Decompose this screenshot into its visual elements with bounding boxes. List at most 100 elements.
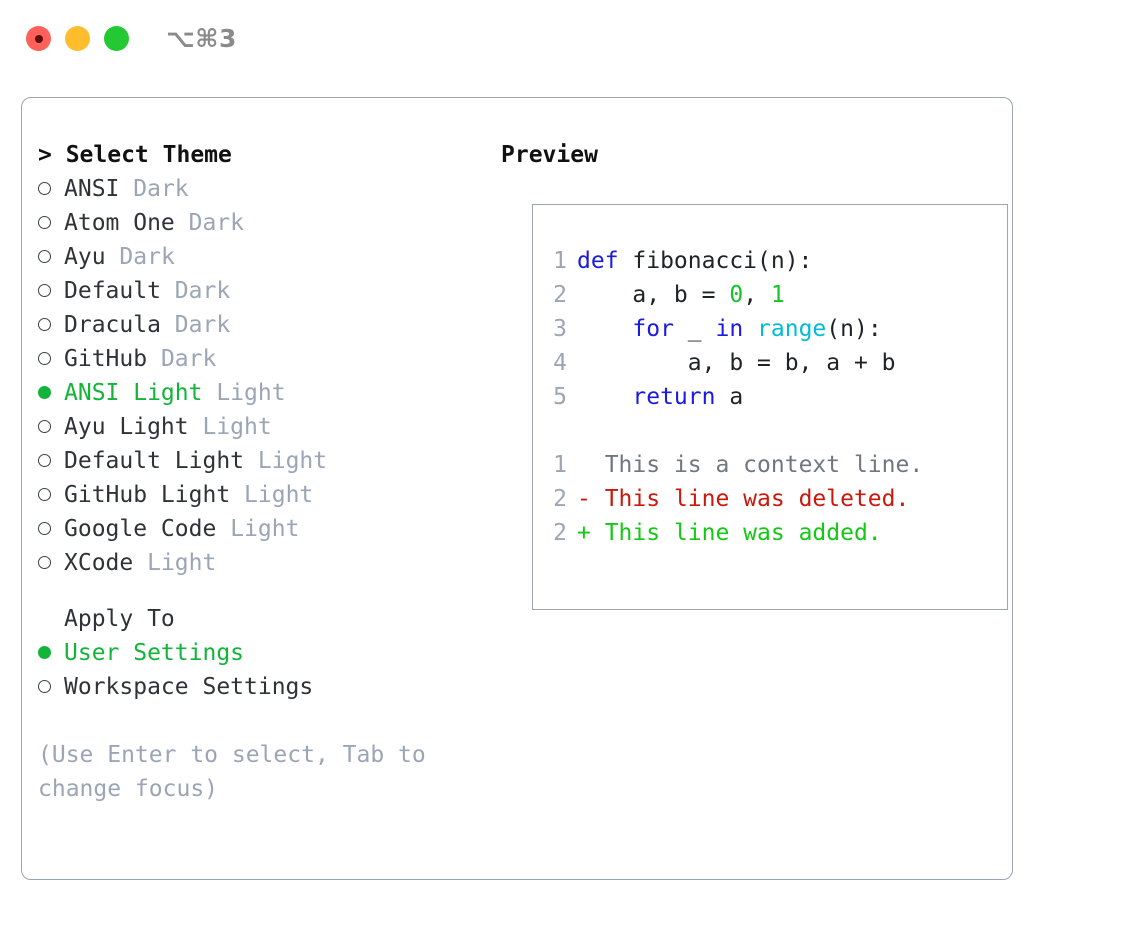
- code-token: a: [715, 384, 744, 410]
- bullet-icon: [38, 680, 51, 693]
- code-token: a, b =: [577, 282, 730, 308]
- bullet-icon: [38, 318, 51, 331]
- theme-name-label: ANSI Light: [64, 380, 203, 406]
- radio-unselected-icon: [38, 342, 64, 376]
- diff-line: 2- This line was deleted.: [543, 482, 1013, 516]
- theme-list-item[interactable]: Google Code Light: [38, 512, 498, 546]
- apply-to-option-label: Workspace Settings: [64, 674, 314, 700]
- line-number: 2: [553, 486, 567, 512]
- diff-sample: 1 This is a context line.2- This line wa…: [543, 448, 1013, 550]
- theme-variant-label: Dark: [174, 312, 231, 338]
- code-token: 0: [729, 282, 744, 308]
- theme-list-item[interactable]: Atom One Dark: [38, 206, 498, 240]
- line-number: 4: [553, 350, 567, 376]
- bullet-icon: [38, 216, 51, 229]
- line-number: 3: [553, 316, 567, 342]
- spacer: [38, 704, 498, 738]
- theme-name-label: GitHub: [64, 346, 148, 372]
- theme-list-item[interactable]: ANSI Dark: [38, 172, 498, 206]
- radio-unselected-icon: [38, 274, 64, 308]
- traffic-light-controls: [26, 26, 129, 51]
- diff-line: 1 This is a context line.: [543, 448, 1013, 482]
- code-token: ,: [743, 282, 771, 308]
- diff-sign: [577, 452, 591, 478]
- bullet-icon: [38, 352, 51, 365]
- theme-list-item[interactable]: GitHub Dark: [38, 342, 498, 376]
- code-token: fibonacci(n):: [618, 248, 813, 274]
- diff-sign: +: [577, 520, 591, 546]
- theme-name-label: Ayu Light: [64, 414, 189, 440]
- code-token: def: [577, 248, 619, 274]
- theme-list-item[interactable]: Ayu Dark: [38, 240, 498, 274]
- theme-list-item[interactable]: XCode Light: [38, 546, 498, 580]
- code-token: return: [632, 384, 716, 410]
- theme-list-item[interactable]: Dracula Dark: [38, 308, 498, 342]
- bullet-icon: [38, 386, 51, 399]
- theme-variant-label: Light: [230, 516, 300, 542]
- apply-to-option[interactable]: Workspace Settings: [38, 670, 498, 704]
- bullet-icon: [38, 284, 51, 297]
- diff-line-text: This is a context line.: [590, 452, 924, 478]
- diff-text: This is a context line.: [577, 452, 924, 478]
- theme-name-label: Google Code: [64, 516, 217, 542]
- select-theme-heading: > Select Theme: [38, 142, 232, 168]
- code-token: 1: [770, 282, 785, 308]
- theme-list-item[interactable]: Default Light Light: [38, 444, 498, 478]
- maximize-button-icon[interactable]: [104, 26, 129, 51]
- theme-variant-label: Dark: [188, 210, 245, 236]
- minimize-button-icon[interactable]: [65, 26, 90, 51]
- radio-unselected-icon: [38, 240, 64, 274]
- diff-line-text: This line was added.: [590, 520, 882, 546]
- line-number: 2: [553, 282, 567, 308]
- bullet-icon: [38, 182, 51, 195]
- apply-to-option[interactable]: User Settings: [38, 636, 498, 670]
- code-token: (n):: [826, 316, 882, 342]
- code-token: for: [632, 316, 674, 342]
- spacer: [38, 580, 498, 602]
- theme-list-item[interactable]: ANSI Light Light: [38, 376, 498, 410]
- radio-unselected-icon: [38, 206, 64, 240]
- theme-name-label: Default: [64, 278, 161, 304]
- radio-unselected-icon: [38, 410, 64, 444]
- apply-to-heading: Apply To: [64, 606, 175, 632]
- radio-unselected-icon: [38, 546, 64, 580]
- theme-variant-label: Light: [216, 380, 286, 406]
- bullet-icon: [38, 522, 51, 535]
- diff-line: 2+ This line was added.: [543, 516, 1013, 550]
- theme-variant-label: Dark: [174, 278, 231, 304]
- diff-line-text: This line was deleted.: [590, 486, 910, 512]
- theme-name-label: XCode: [64, 550, 134, 576]
- bullet-icon: [38, 556, 51, 569]
- theme-name-label: Default Light: [64, 448, 245, 474]
- radio-selected-icon: [38, 376, 64, 410]
- theme-list-item[interactable]: Ayu Light Light: [38, 410, 498, 444]
- apply-to-option-label: User Settings: [64, 640, 245, 666]
- diff-sign: -: [577, 486, 591, 512]
- title-bar: ⌥⌘3: [0, 0, 1140, 78]
- bullet-icon: [38, 454, 51, 467]
- diff-text: + This line was added.: [577, 520, 882, 546]
- theme-name-label: GitHub Light: [64, 482, 231, 508]
- bullet-icon: [38, 646, 51, 659]
- code-token: in: [715, 316, 744, 342]
- theme-list-item[interactable]: GitHub Light Light: [38, 478, 498, 512]
- preview-heading: Preview: [501, 142, 598, 168]
- code-line: 2 a, b = 0, 1: [543, 278, 1013, 312]
- code-token: _: [673, 316, 716, 342]
- theme-variant-label: Light: [244, 482, 314, 508]
- diff-text: - This line was deleted.: [577, 486, 909, 512]
- theme-list-item[interactable]: Default Dark: [38, 274, 498, 308]
- radio-unselected-icon: [38, 444, 64, 478]
- code-token: a, b = b, a + b: [577, 350, 896, 376]
- keyboard-hint-text: (Use Enter to select, Tab to change focu…: [38, 742, 440, 802]
- theme-name-label: Ayu: [64, 244, 106, 270]
- close-button-icon[interactable]: [26, 26, 51, 51]
